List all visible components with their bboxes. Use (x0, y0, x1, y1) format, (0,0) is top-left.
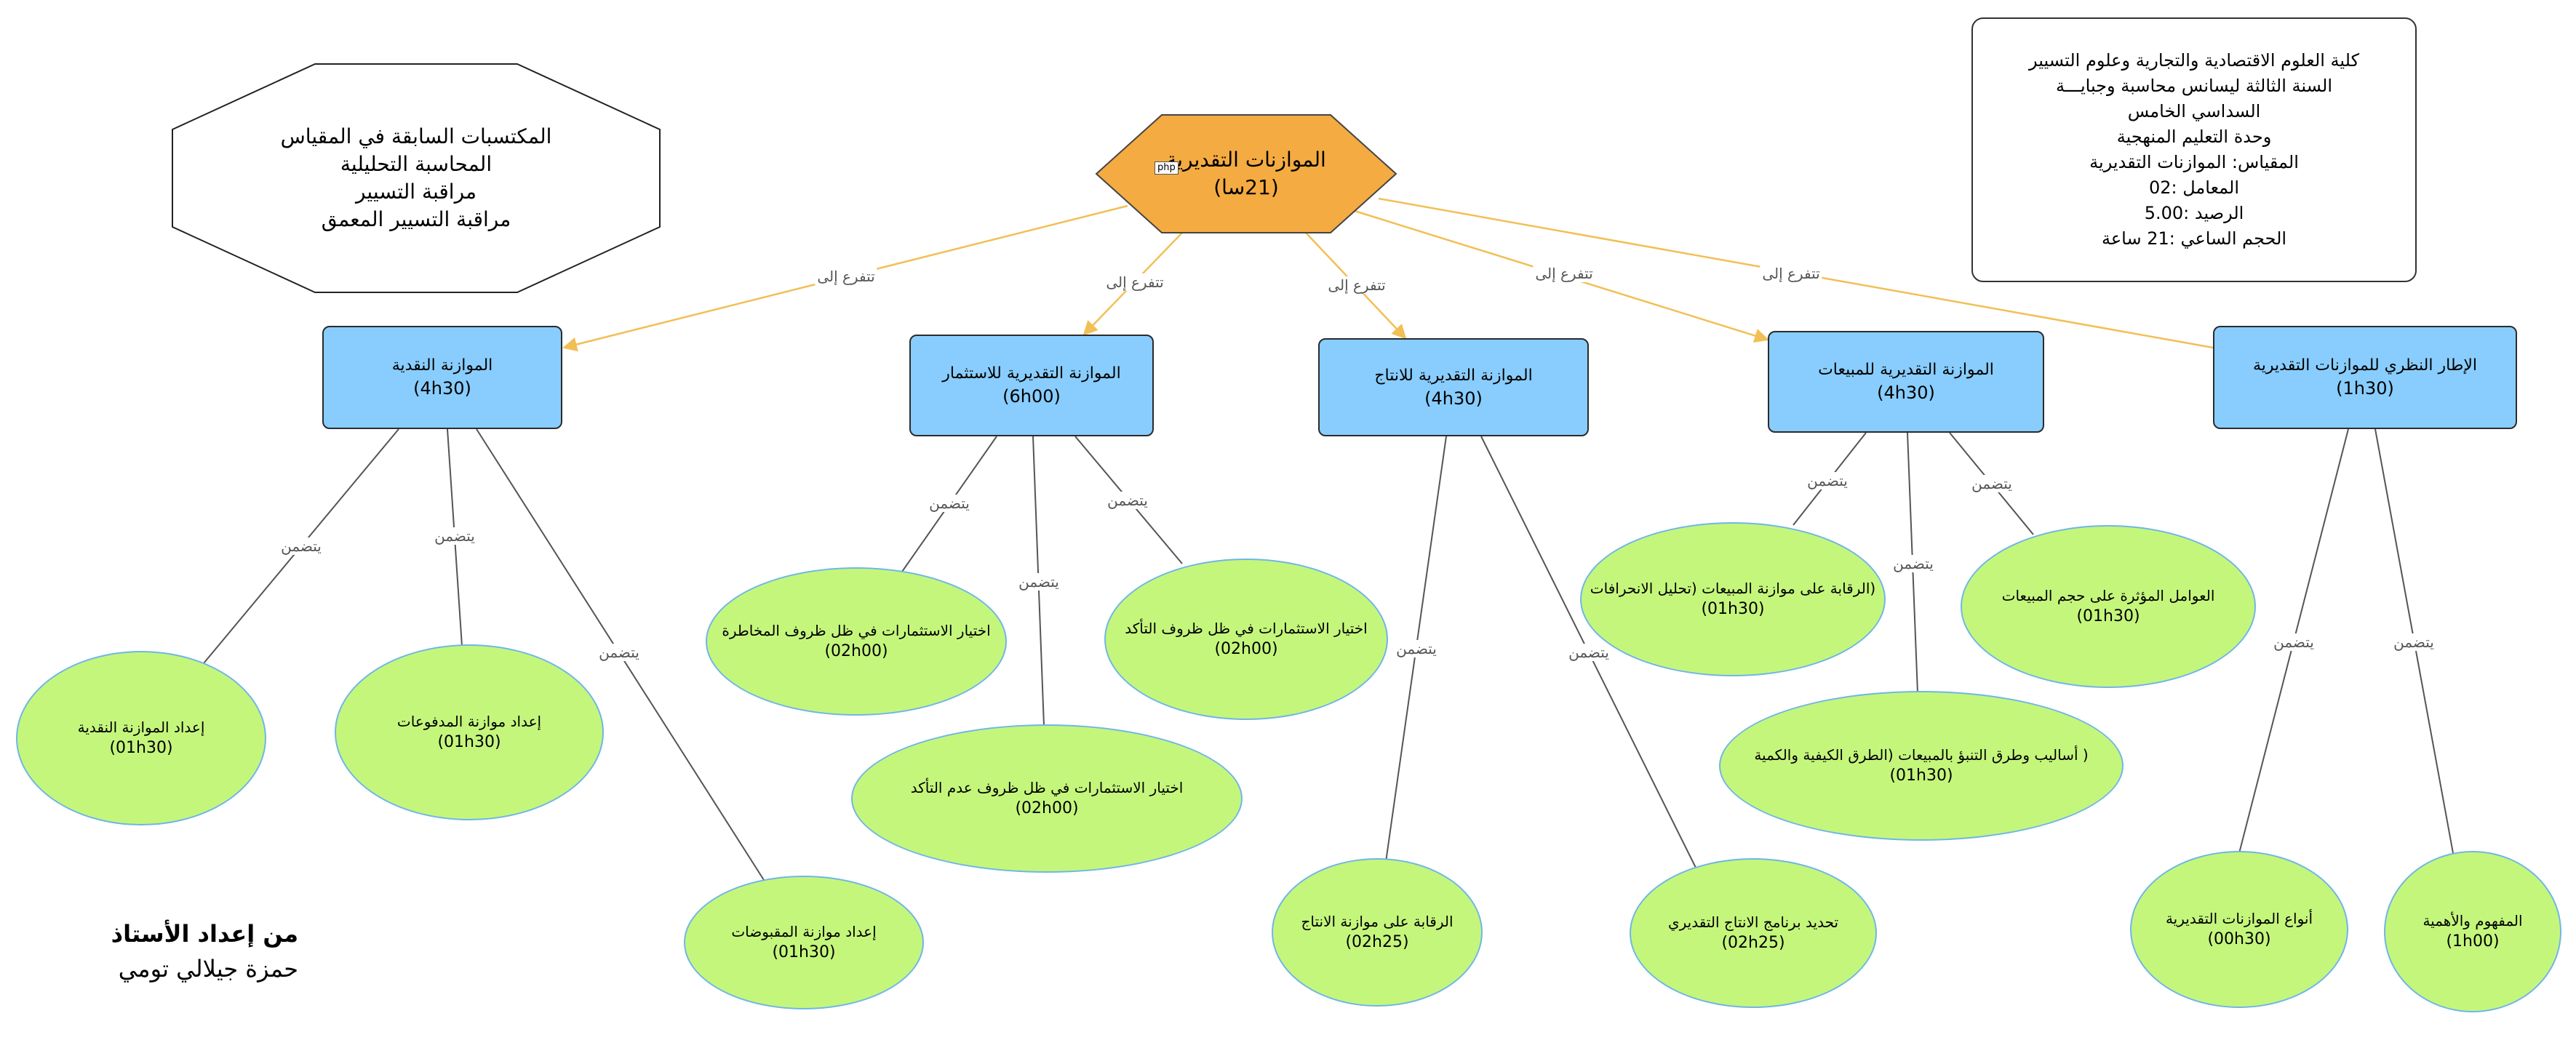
edge-label-b3-t1: يتضمن (1394, 640, 1439, 657)
topic-title: الرقابة على موازنة الانتاج (1301, 913, 1454, 930)
branch-node-investment-budget[interactable]: الموازنة التقديرية للاستثمار (6h00) (909, 335, 1154, 436)
branch-duration: (4h30) (413, 378, 471, 399)
topic-node-investment-certainty[interactable]: اختيار الاستثمارات في ظل ظروف التأكد (02… (1104, 559, 1388, 720)
topic-title: العوامل المؤثرة على حجم المبيعات (2001, 587, 2215, 604)
topic-node-budget-types[interactable]: أنواع الموازنات التقديرية (00h30) (2130, 851, 2348, 1008)
branch-title: الموازنة النقدية (391, 356, 493, 375)
root-title: الموازنات التقديرية (1166, 148, 1326, 172)
topic-node-concept-importance[interactable]: المفهوم والأهمية (1h00) (2384, 851, 2561, 1012)
prerequisites-line: مراقبة التسيير المعمق (321, 207, 511, 231)
branch-duration: (4h30) (1424, 388, 1483, 409)
prerequisites-line: المكتسبات السابقة في المقياس (280, 124, 552, 148)
topic-title: اختيار الاستثمارات في ظل ظروف عدم التأكد (910, 779, 1184, 796)
topic-title: إعداد الموازنة النقدية (77, 719, 205, 736)
edge-label-root-b5: تتفرع إلى (1760, 265, 1822, 282)
topic-title: اختيار الاستثمارات في ظل ظروف المخاطرة (722, 622, 991, 639)
edge-label-b1-t1: يتضمن (279, 537, 324, 555)
topic-node-investment-uncertainty[interactable]: اختيار الاستثمارات في ظل ظروف عدم التأكد… (851, 724, 1243, 873)
branch-duration: (1h30) (2336, 378, 2394, 399)
topic-duration: (02h25) (1721, 934, 1785, 952)
branch-node-theoretical-framework[interactable]: الإطار النظري للموازنات التقديرية (1h30) (2213, 326, 2517, 429)
topic-duration: (01h30) (437, 733, 501, 751)
topic-duration: (01h30) (109, 739, 173, 757)
topic-duration: (01h30) (1701, 600, 1765, 618)
topic-duration: (01h30) (772, 943, 836, 961)
edge-label-root-b1: تتفرع إلى (815, 268, 877, 285)
edge-label-b4-t2: يتضمن (1891, 555, 1936, 572)
topic-title: تحديد برنامج الانتاج التقديري (1667, 913, 1839, 931)
prerequisites-octagon-shape (172, 63, 661, 293)
topic-duration: (00h30) (2207, 930, 2271, 948)
edge-label-b1-t2: يتضمن (432, 527, 477, 545)
topic-title: إعداد موازنة المقبوضات (731, 923, 877, 940)
topic-node-receipts-budget[interactable]: إعداد موازنة المقبوضات (01h30) (684, 876, 924, 1009)
topic-title: اختيار الاستثمارات في ظل ظروف التأكد (1125, 620, 1368, 637)
topic-title: أنواع الموازنات التقديرية (2165, 910, 2313, 927)
branch-node-production-budget[interactable]: الموازنة التقديرية للانتاج (4h30) (1318, 338, 1589, 436)
topic-node-payments-budget[interactable]: إعداد موازنة المدفوعات (01h30) (335, 644, 604, 820)
topic-title: ( أساليب وطرق التنبؤ بالمبيعات (الطرق ال… (1754, 746, 2089, 764)
info-line: السنة الثالثة ليسانس محاسبة وجبايـــة (2055, 76, 2333, 96)
branch-title: الإطار النظري للموازنات التقديرية (2253, 356, 2477, 375)
edge-label-b5-t1: يتضمن (2271, 633, 2316, 651)
topic-duration: (01h30) (1889, 767, 1953, 785)
topic-title: المفهوم والأهمية (2423, 912, 2523, 929)
prerequisites-line: مراقبة التسيير (355, 180, 477, 204)
topic-duration: (02h00) (824, 642, 888, 660)
topic-node-investment-risk[interactable]: اختيار الاستثمارات في ظل ظروف المخاطرة (… (706, 567, 1007, 716)
edge-label-b4-t3: يتضمن (1969, 475, 2014, 492)
topic-node-production-control[interactable]: الرقابة على موازنة الانتاج (02h25) (1272, 858, 1483, 1007)
info-line: وحدة التعليم المنهجية (2116, 127, 2272, 147)
prerequisites-node[interactable]: المكتسبات السابقة في المقياس المحاسبة ال… (171, 63, 661, 294)
edge-label-b4-t1: يتضمن (1805, 472, 1850, 489)
course-info-box: كلية العلوم الاقتصادية والتجارية وعلوم ا… (1971, 17, 2417, 282)
info-line: السداسي الخامس (2127, 101, 2261, 121)
branch-title: الموازنة التقديرية للانتاج (1374, 366, 1533, 385)
edge-label-b2-t3: يتضمن (1105, 492, 1150, 509)
php-badge-icon: php (1155, 161, 1179, 175)
edge-label-b3-t2: يتضمن (1566, 644, 1611, 661)
branch-node-sales-budget[interactable]: الموازنة التقديرية للمبيعات (4h30) (1768, 331, 2044, 433)
root-hexagon-shape (1095, 114, 1397, 233)
topic-node-sales-control[interactable]: (الرقابة على موازنة المبيعات (تحليل الان… (1580, 522, 1886, 676)
info-line: المقياس: الموازنات التقديرية (2089, 152, 2299, 172)
author-prefix: من إعداد الأستاذ (111, 920, 298, 948)
edge-label-root-b4: تتفرع إلى (1533, 265, 1595, 282)
edge-label-root-b3: تتفرع إلى (1325, 276, 1388, 294)
author-name: حمزة جيلالي تومي (118, 955, 298, 983)
edge-label-b2-t1: يتضمن (927, 495, 972, 512)
branch-duration: (6h00) (1002, 386, 1061, 407)
topic-node-sales-forecasting[interactable]: ( أساليب وطرق التنبؤ بالمبيعات (الطرق ال… (1719, 691, 2124, 841)
branch-title: الموازنة التقديرية للمبيعات (1818, 361, 1994, 379)
root-duration: (21سا) (1213, 175, 1279, 199)
topic-node-production-program[interactable]: تحديد برنامج الانتاج التقديري (02h25) (1630, 858, 1877, 1008)
info-line: المعامل :02 (2148, 177, 2240, 198)
prerequisites-line: المحاسبة التحليلية (340, 152, 493, 176)
topic-title: إعداد موازنة المدفوعات (396, 713, 542, 730)
info-line: الحجم الساعي :21 ساعة (2101, 228, 2287, 249)
topic-duration: (1h00) (2446, 932, 2500, 951)
branch-node-cash-budget[interactable]: الموازنة النقدية (4h30) (322, 326, 562, 429)
topic-duration: (02h00) (1015, 799, 1079, 817)
edge-label-b2-t2: يتضمن (1016, 573, 1061, 591)
info-line: كلية العلوم الاقتصادية والتجارية وعلوم ا… (2028, 50, 2360, 71)
topic-duration: (02h00) (1214, 640, 1278, 658)
edge-label-root-b2: تتفرع إلى (1104, 273, 1166, 291)
author-credit: من إعداد الأستاذ حمزة جيلالي تومي (80, 916, 298, 986)
topic-duration: (02h25) (1345, 933, 1409, 951)
info-line: الرصيد :5.00 (2144, 203, 2244, 223)
topic-node-prepare-cash-budget[interactable]: إعداد الموازنة النقدية (01h30) (16, 651, 266, 825)
edge-label-b5-t2: يتضمن (2391, 633, 2436, 651)
topic-node-sales-factors[interactable]: العوامل المؤثرة على حجم المبيعات (01h30) (1961, 525, 2256, 688)
topic-title: (الرقابة على موازنة المبيعات (تحليل الان… (1590, 580, 1876, 597)
topic-duration: (01h30) (2076, 607, 2140, 625)
root-node[interactable]: الموازنات التقديرية (21سا) php (1095, 113, 1397, 234)
branch-title: الموازنة التقديرية للاستثمار (942, 364, 1121, 383)
edge-label-b1-t3: يتضمن (597, 644, 642, 661)
branch-duration: (4h30) (1877, 383, 1935, 403)
